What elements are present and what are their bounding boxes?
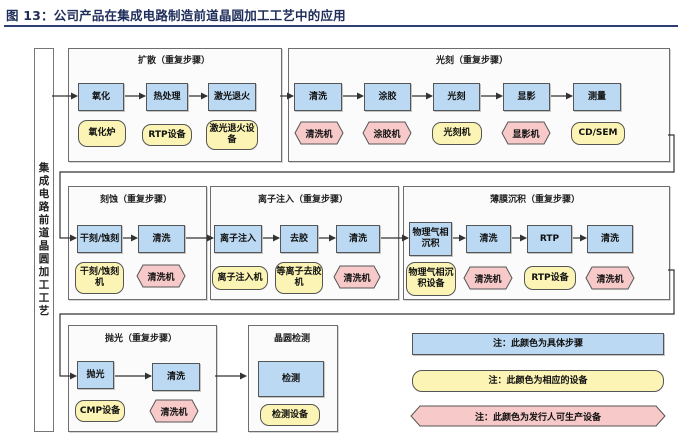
equip-implant-cleaner: 清洗机 — [333, 265, 381, 289]
step-inspection: 检测 — [258, 361, 324, 397]
stage-title-polish: 抛光（重复步骤） — [104, 334, 178, 344]
step-litho-clean: 清洗 — [294, 83, 342, 111]
step-develop: 显影 — [503, 83, 550, 111]
step-polish: 抛光 — [77, 361, 114, 389]
step-heat-treatment: 热处理 — [146, 83, 188, 111]
equip-cd-sem: CD/SEM — [571, 122, 625, 145]
equip-implanter: 离子注入机 — [212, 266, 268, 290]
stage-title-lithography: 光刻（重复步骤） — [435, 56, 509, 66]
stage-title-etch: 刻蚀（重复步骤） — [99, 195, 173, 205]
step-metrology: 测量 — [573, 83, 621, 111]
equip-etcher: 干刻/蚀刻机 — [75, 262, 124, 294]
process-side-label: 集 成 电 路 前 道 晶 圆 加 工 工 艺 — [34, 48, 54, 432]
step-polish-clean: 清洗 — [152, 363, 200, 391]
step-pvd: 物理气相沉积 — [409, 222, 452, 256]
legend-pink: 注：此颜色为发行人可生产设备 — [410, 405, 666, 427]
legend-blue: 注：此颜色为具体步骤 — [412, 333, 664, 355]
equip-developer: 显影机 — [501, 121, 551, 145]
equip-film-cleaner-1: 清洗机 — [463, 266, 513, 290]
step-dry-etch: 干刻/蚀刻 — [77, 225, 122, 253]
step-film-clean-2: 清洗 — [587, 225, 633, 253]
step-exposure: 光刻 — [433, 83, 480, 111]
step-oxidation: 氧化 — [78, 83, 124, 111]
step-etch-clean: 清洗 — [138, 225, 185, 253]
step-film-clean-1: 清洗 — [466, 225, 511, 253]
step-implant-clean: 清洗 — [336, 225, 380, 253]
equip-cmp: CMP设备 — [75, 400, 125, 422]
equip-inspection: 检测设备 — [260, 404, 320, 426]
step-laser-anneal: 激光退火 — [208, 83, 256, 111]
equip-film-cleaner-2: 清洗机 — [585, 266, 635, 290]
step-coating: 涂胶 — [364, 83, 411, 111]
equip-laser-anneal: 激光退火设备 — [206, 120, 258, 150]
step-ion-implant: 离子注入 — [214, 225, 262, 253]
equip-litho-cleaner: 清洗机 — [294, 121, 344, 145]
equip-polish-cleaner: 清洗机 — [149, 399, 199, 423]
stage-title-thinfilm: 薄膜沉积（重复步骤） — [489, 195, 581, 205]
equip-etch-cleaner: 清洗机 — [136, 264, 186, 288]
equip-scanner: 光刻机 — [432, 122, 482, 145]
equip-rtp: RTP设备 — [142, 124, 192, 146]
stage-title-implant: 离子注入（重复步骤） — [257, 195, 349, 205]
stage-title-inspection: 晶圆检测 — [273, 334, 311, 344]
title-rule — [4, 25, 678, 27]
stage-title-diffusion: 扩散（重复步骤） — [137, 56, 211, 66]
equip-coater: 涂胶机 — [362, 121, 412, 145]
equip-oxidation-furnace: 氧化炉 — [78, 120, 126, 147]
legend-yellow: 注：此颜色为相应的设备 — [412, 370, 664, 392]
step-rtp: RTP — [527, 225, 572, 253]
figure-title: 图 13：公司产品在集成电路制造前道晶圆加工工艺中的应用 — [6, 8, 346, 23]
step-strip: 去胶 — [280, 225, 318, 253]
equip-pvd: 物理气相沉积设备 — [406, 262, 456, 296]
equip-film-rtp: RTP设备 — [524, 266, 576, 290]
equip-plasma-stripper: 等离子去胶机 — [275, 262, 323, 294]
